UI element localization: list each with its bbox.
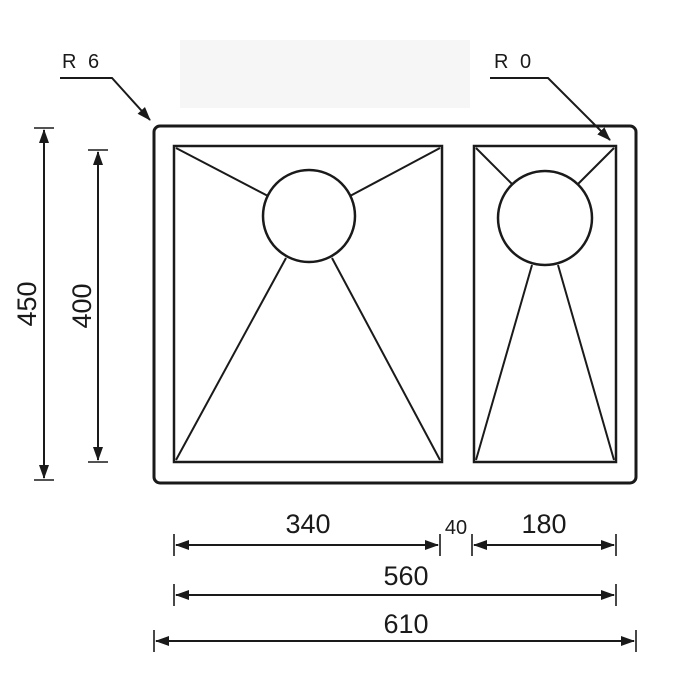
background-patch [180, 40, 470, 108]
large-bowl-fold-line [175, 147, 269, 197]
large-bowl-rim [172, 144, 444, 464]
small-bowl-drain [496, 169, 594, 267]
sink-outline [152, 124, 638, 485]
radius-label-outer: R 6 [62, 51, 102, 73]
small-bowl-fold-line [557, 264, 615, 461]
dimension-label-large-bowl-width: 340 [285, 509, 330, 539]
radius-leader-line [60, 77, 151, 121]
dimension-bowl-height: 400 [67, 149, 108, 463]
dimension-label-overall-width: 610 [383, 609, 428, 639]
dimension-overall-height: 450 [12, 127, 54, 481]
dimension-row-overall: 610 [153, 609, 637, 652]
large-bowl-drain [261, 168, 357, 264]
dimension-label-bowls-total-width: 560 [383, 561, 428, 591]
small-bowl-fold-line [576, 147, 615, 186]
large-bowl-fold-line [349, 147, 441, 197]
small-bowl [472, 144, 618, 464]
radius-callout-outer: R 6 [60, 51, 151, 121]
dimension-label-divider-width: 40 [445, 517, 467, 539]
dimension-label-bowl-height: 400 [67, 283, 97, 328]
dimension-row-bowls-total: 560 [173, 561, 617, 606]
radius-callout-inner: R 0 [490, 51, 611, 141]
small-bowl-rim [472, 144, 618, 464]
large-bowl [172, 144, 444, 464]
large-bowl-fold-line [331, 257, 441, 461]
small-bowl-fold-line [475, 264, 533, 461]
dimension-row-bowls: 340 40 180 [173, 509, 617, 556]
large-bowl-fold-line [175, 257, 287, 461]
dimension-label-small-bowl-width: 180 [521, 509, 566, 539]
radius-label-inner: R 0 [494, 51, 534, 73]
dimension-label-overall-height: 450 [12, 281, 42, 326]
small-bowl-fold-line [475, 147, 514, 186]
radius-leader-line [490, 77, 611, 141]
